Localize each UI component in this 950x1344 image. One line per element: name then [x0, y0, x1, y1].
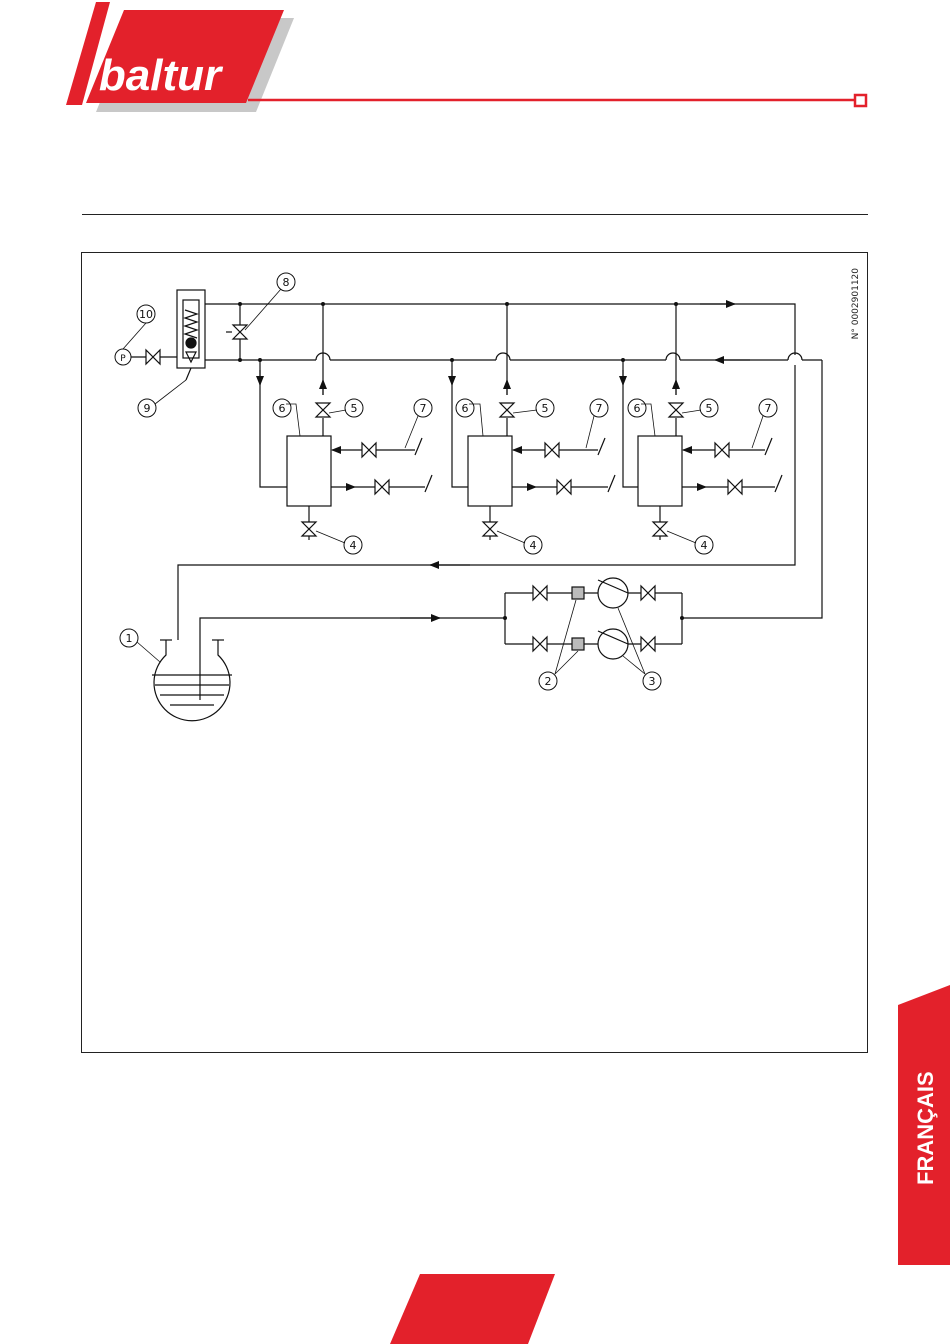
supply-line	[205, 304, 795, 355]
language-label-svg: FRANÇAIS	[893, 1060, 950, 1190]
callout-6-1: 6	[279, 402, 286, 415]
callout-10: 10	[139, 308, 153, 321]
valve-pump-1a	[533, 586, 547, 600]
language-label: FRANÇAIS	[913, 1071, 938, 1185]
valve-gauge	[146, 350, 160, 364]
heater-3	[638, 436, 682, 506]
callout-1: 1	[126, 632, 133, 645]
valve-feed-3	[715, 443, 729, 457]
valve-out-2	[557, 480, 571, 494]
callout-5-3: 5	[706, 402, 713, 415]
callout-5-1: 5	[351, 402, 358, 415]
valve-5-1	[316, 403, 330, 417]
valve-8	[226, 325, 247, 339]
valve-4-2	[483, 522, 497, 536]
callout-9: 9	[144, 402, 151, 415]
callout-7-2: 7	[596, 402, 603, 415]
callout-6-2: 6	[462, 402, 469, 415]
valve-feed-1	[362, 443, 376, 457]
callout-4-1: 4	[350, 539, 357, 552]
callout-7-1: 7	[420, 402, 427, 415]
valve-4-3	[653, 522, 667, 536]
valve-pump-1b	[641, 586, 655, 600]
heater-2	[468, 436, 512, 506]
heater-1	[287, 436, 331, 506]
valve-out-1	[375, 480, 389, 494]
callout-4-3: 4	[701, 539, 708, 552]
valve-pump-2b	[641, 637, 655, 651]
callout-5-2: 5	[542, 402, 549, 415]
valve-out-3	[728, 480, 742, 494]
callout-8: 8	[283, 276, 290, 289]
hydraulic-diagram: 8 10 9 6 5 7 6 5 7 6 5 7 4 4 4 1 2 3 P N…	[0, 0, 950, 1060]
filter-2	[572, 638, 584, 650]
valve-pump-2a	[533, 637, 547, 651]
page-number-tab	[390, 1270, 560, 1344]
callout-2: 2	[545, 675, 552, 688]
valve-5-3	[669, 403, 683, 417]
valve-5-2	[500, 403, 514, 417]
callout-4-2: 4	[530, 539, 537, 552]
callout-6-3: 6	[634, 402, 641, 415]
valve-4-1	[302, 522, 316, 536]
pressure-regulator	[177, 290, 205, 368]
callout-3: 3	[649, 675, 656, 688]
tank	[154, 640, 230, 721]
callout-7-3: 7	[765, 402, 772, 415]
drawing-reference: N° 0002901120	[851, 268, 861, 340]
filter-1	[572, 587, 584, 599]
valve-feed-2	[545, 443, 559, 457]
gauge-symbol: P	[120, 354, 126, 364]
